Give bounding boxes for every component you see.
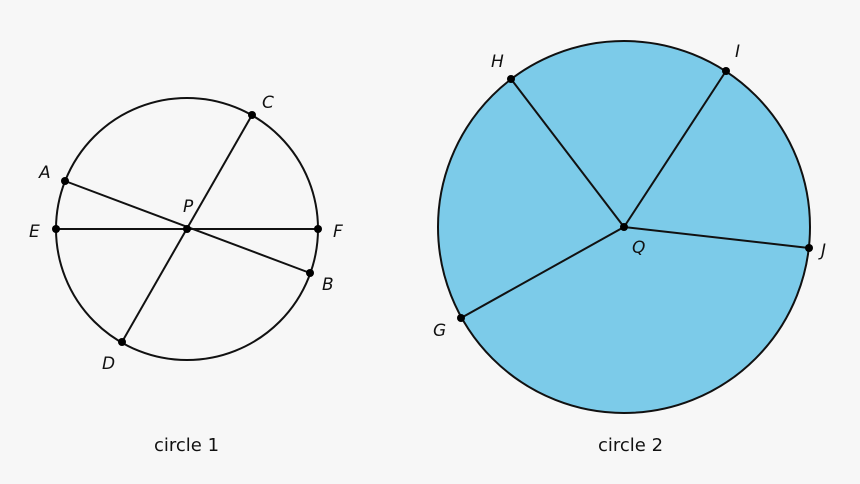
point-I bbox=[722, 67, 730, 75]
label-A: A bbox=[38, 163, 51, 183]
point-P bbox=[183, 225, 191, 233]
circle-2: G H I J Q circle 2 bbox=[433, 40, 826, 456]
label-F: F bbox=[333, 222, 343, 242]
segment-QG bbox=[460, 226, 625, 319]
caption-circle-1: circle 1 bbox=[154, 435, 219, 456]
segment-QJ bbox=[623, 226, 810, 249]
label-I: I bbox=[735, 42, 740, 62]
circle-1-points bbox=[52, 111, 322, 346]
point-H bbox=[507, 75, 515, 83]
label-P: P bbox=[183, 197, 194, 217]
label-D: D bbox=[102, 354, 115, 374]
segment-QI bbox=[623, 70, 727, 228]
point-Q bbox=[620, 223, 628, 231]
label-B: B bbox=[322, 275, 334, 295]
point-B bbox=[306, 269, 314, 277]
label-Q: Q bbox=[632, 238, 645, 258]
label-E: E bbox=[29, 222, 40, 242]
caption-circle-2: circle 2 bbox=[598, 435, 663, 456]
label-J: J bbox=[818, 241, 826, 261]
circle-2-points bbox=[457, 67, 813, 322]
point-E bbox=[52, 225, 60, 233]
label-C: C bbox=[262, 93, 274, 113]
label-H: H bbox=[491, 52, 504, 72]
point-D bbox=[118, 338, 126, 346]
point-J bbox=[805, 244, 813, 252]
segment-QH bbox=[510, 78, 625, 228]
circle-1: A B C D E F P circle 1 bbox=[29, 93, 343, 456]
point-A bbox=[61, 177, 69, 185]
point-F bbox=[314, 225, 322, 233]
point-C bbox=[248, 111, 256, 119]
point-G bbox=[457, 314, 465, 322]
label-G: G bbox=[433, 321, 446, 341]
